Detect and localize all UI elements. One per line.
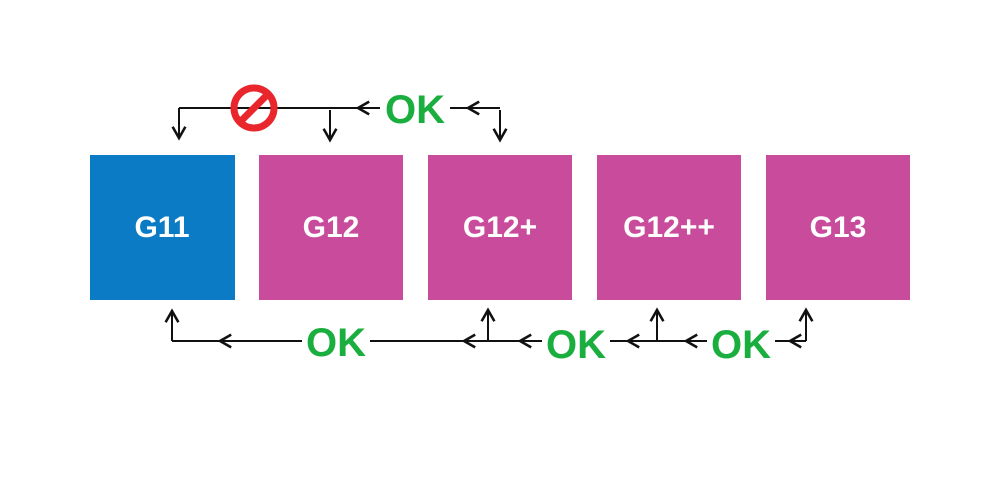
ok-label: OK (546, 323, 606, 367)
box-label: G12++ (623, 211, 715, 244)
box-g12-plus-plus: G12++ (597, 155, 741, 300)
prohibited-icon (230, 84, 278, 132)
ok-label: OK (711, 323, 771, 367)
ok-label: OK (306, 321, 366, 365)
box-g13: G13 (766, 155, 910, 300)
box-g12-plus: G12+ (428, 155, 572, 300)
box-label: G12+ (463, 211, 537, 244)
box-g12: G12 (259, 155, 403, 300)
ok-label: OK (385, 88, 445, 132)
box-label: G12 (303, 211, 360, 244)
box-label: G11 (134, 211, 189, 244)
bottom-connector: OK OK OK (164, 307, 814, 367)
box-g11: G11 (90, 155, 235, 300)
top-connector: OK (171, 84, 508, 143)
box-label: G13 (810, 211, 867, 244)
